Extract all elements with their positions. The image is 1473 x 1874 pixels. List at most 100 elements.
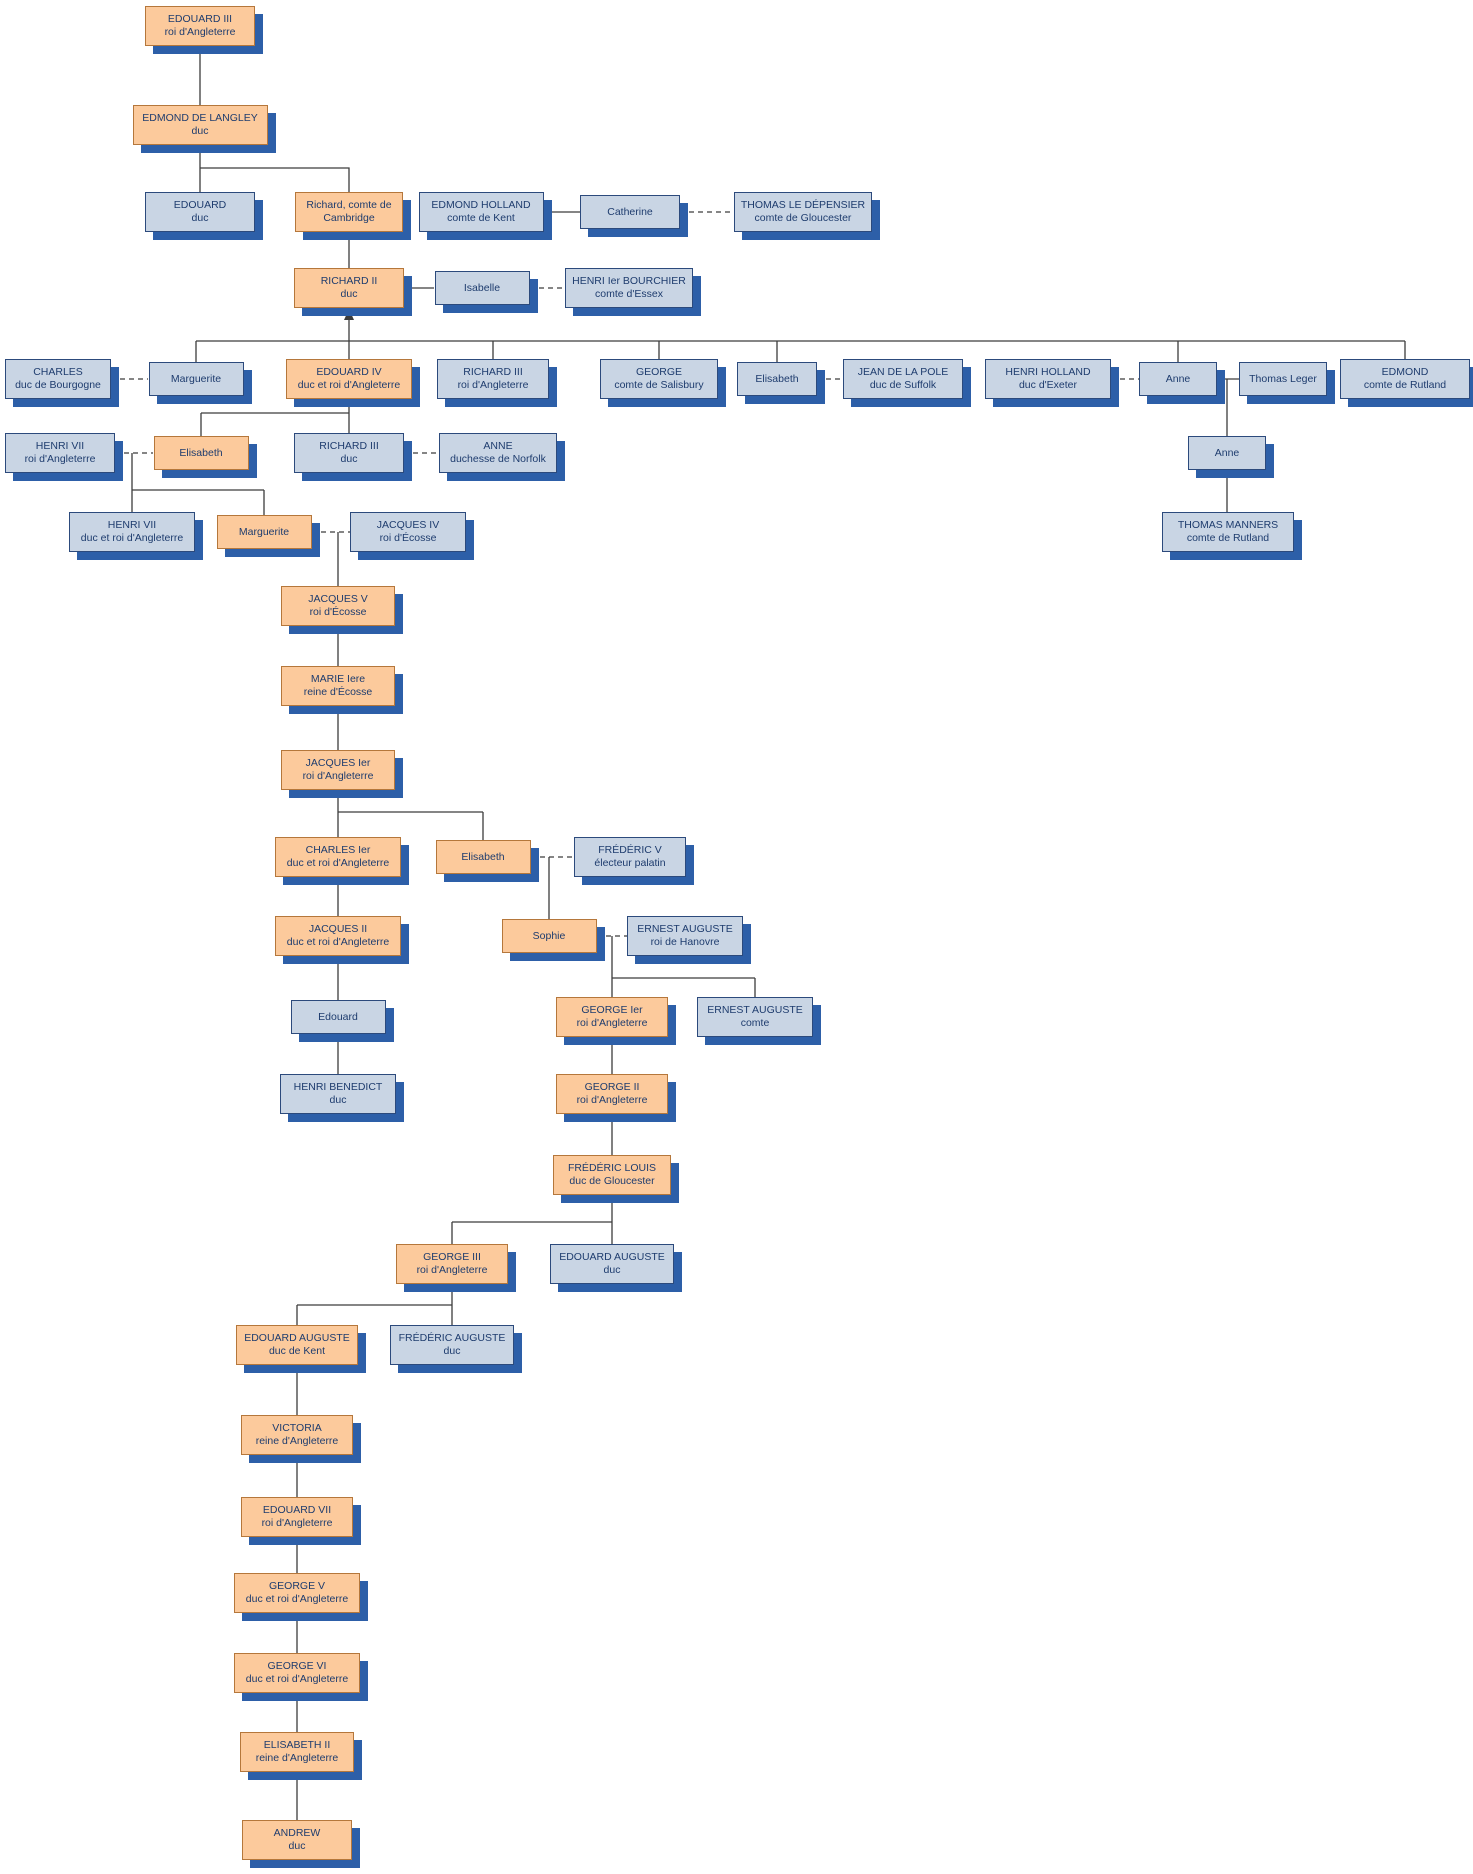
person-title: duc <box>340 453 358 465</box>
person-name: RICHARD III <box>319 440 379 452</box>
tree-node-marguerite-tudor: Marguerite <box>216 515 312 549</box>
tree-node-richard-comte-de-cambridge: Richard, comte de Cambridge <box>295 192 403 232</box>
person-name: EDOUARD <box>173 199 227 211</box>
person-name: GEORGE V <box>268 1580 325 1592</box>
person-name: HENRI BENEDICT <box>293 1081 383 1093</box>
person-name: Marguerite <box>238 525 290 538</box>
person-name: EDOUARD AUGUSTE <box>559 1251 665 1263</box>
person-name: ANNE <box>483 440 513 452</box>
person-name: GEORGE <box>635 366 683 378</box>
person-title: roi de Hanovre <box>650 936 720 948</box>
person-title: duc d'Exeter <box>1018 379 1078 391</box>
person-name: Edouard <box>318 1010 358 1023</box>
tree-node-elisabeth-york: Elisabeth <box>153 436 249 470</box>
tree-node-edouard-stuart: Edouard <box>290 1000 386 1034</box>
person-title: duc <box>191 125 209 137</box>
person-name: ELISABETH II <box>263 1739 331 1751</box>
person-name: EDOUARD IV <box>316 366 382 378</box>
person-title: duc et roi d'Angleterre <box>245 1593 349 1605</box>
person-name: Anne <box>1165 372 1191 385</box>
person-name: EDMOND HOLLAND <box>431 199 531 211</box>
person-name: FRÉDÉRIC AUGUSTE <box>398 1332 506 1344</box>
person-name: Richard, comte de Cambridge <box>306 199 392 224</box>
descent-connector <box>200 167 350 192</box>
person-name: MARIE Iere <box>310 673 366 685</box>
person-name: JACQUES V <box>308 593 368 605</box>
person-title: duc <box>329 1094 347 1106</box>
person-name: Catherine <box>607 205 653 218</box>
person-title: duc <box>443 1345 461 1357</box>
person-title: duc <box>603 1264 621 1276</box>
person-name: Elisabeth <box>461 850 505 863</box>
person-title: roi d'Angleterre <box>302 770 374 782</box>
person-name: JACQUES Ier <box>305 757 371 769</box>
person-title: duc de Kent <box>268 1345 326 1357</box>
person-title: comte de Rutland <box>1363 379 1447 391</box>
person-title: roi d'Angleterre <box>24 453 96 465</box>
person-name: Marguerite <box>170 372 222 385</box>
person-title: duc de Gloucester <box>569 1175 655 1187</box>
person-name: EDMOND <box>1381 366 1429 378</box>
person-title: duc et roi d'Angleterre <box>297 379 401 391</box>
person-name: EDOUARD VII <box>262 1504 332 1516</box>
person-title: roi d'Angleterre <box>576 1094 648 1106</box>
tree-node-elisabeth-suffolk: Elisabeth <box>737 362 817 396</box>
person-name: JACQUES IV <box>376 519 440 531</box>
person-title: duc <box>340 288 358 300</box>
person-name: JACQUES II <box>308 923 368 935</box>
person-name: GEORGE VI <box>267 1660 327 1672</box>
person-name: THOMAS LE DÉPENSIER <box>740 199 866 211</box>
person-name: VICTORIA <box>272 1422 322 1434</box>
person-title: duc <box>288 1840 306 1852</box>
person-name: HENRI Ier BOURCHIER <box>572 275 686 287</box>
tree-node-sophie: Sophie <box>501 919 597 953</box>
person-name: Thomas Leger <box>1249 372 1317 385</box>
person-name: GEORGE II <box>584 1081 640 1093</box>
person-title: duc de Bourgogne <box>15 379 101 391</box>
person-title: roi d'Angleterre <box>457 379 529 391</box>
person-title: roi d'Écosse <box>379 532 437 544</box>
person-name: EDOUARD AUGUSTE <box>244 1332 350 1344</box>
person-name: Elisabeth <box>179 446 223 459</box>
person-name: THOMAS MANNERS <box>1177 519 1279 531</box>
person-title: roi d'Angleterre <box>164 26 236 38</box>
tree-node-marguerite-bourgogne: Marguerite <box>148 362 244 396</box>
person-title: roi d'Angleterre <box>576 1017 648 1029</box>
person-name: FRÉDÉRIC LOUIS <box>567 1162 657 1174</box>
person-title: duc et roi d'Angleterre <box>80 532 184 544</box>
tree-node-elisabeth-stuart: Elisabeth <box>435 840 531 874</box>
person-title: comte de Gloucester <box>754 212 852 224</box>
